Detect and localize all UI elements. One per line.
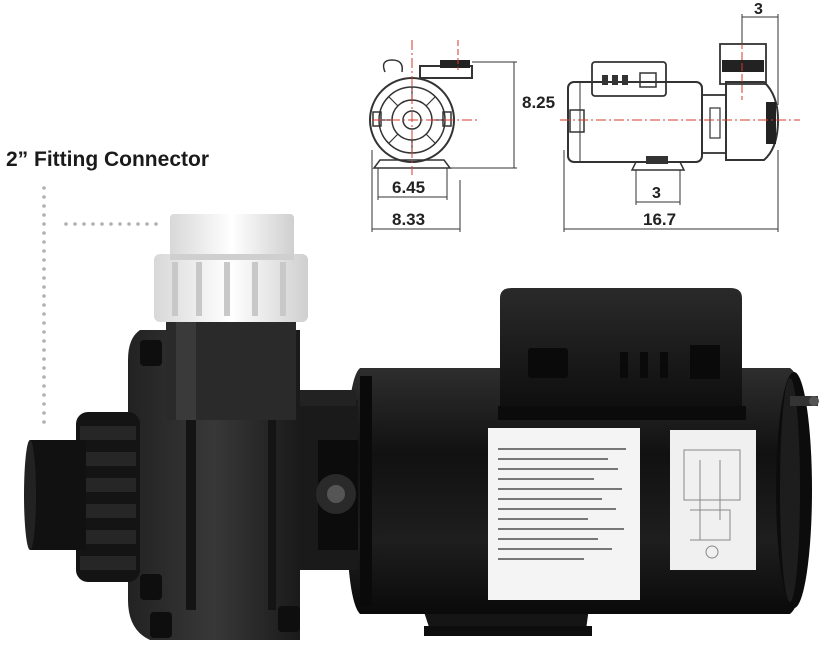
front-inner-width-dimension: 6.45	[392, 178, 425, 197]
side-top-offset-dimension: 3	[754, 1, 763, 18]
front-outer-width-dimension: 8.33	[392, 210, 425, 229]
side-length-dimension: 16.7	[643, 210, 676, 229]
pump-illustration	[24, 214, 819, 640]
side-bottom-offset-dimension: 3	[652, 185, 661, 202]
fitting-connector-callout: 2” Fitting Connector	[6, 148, 209, 171]
side-view-drawing	[560, 14, 800, 232]
callout-leader	[42, 186, 158, 424]
front-height-dimension: 8.25	[522, 93, 555, 112]
front-view-drawing	[369, 40, 517, 232]
